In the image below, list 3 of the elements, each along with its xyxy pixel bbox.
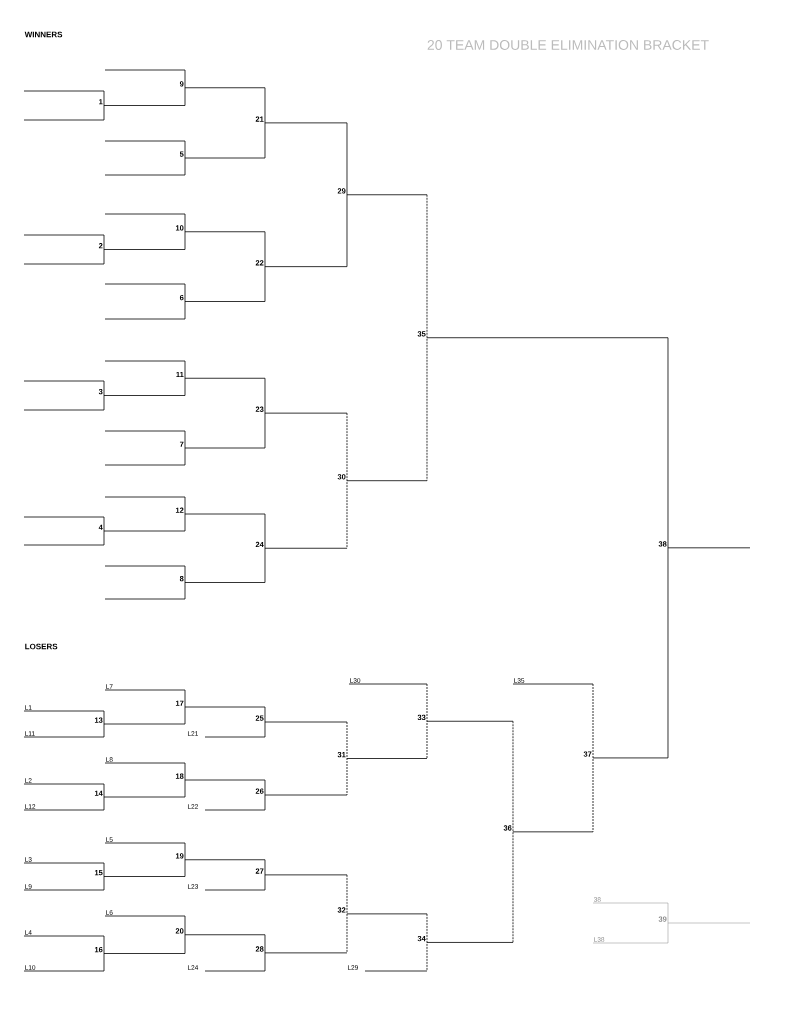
title: 20 TEAM DOUBLE ELIMINATION BRACKET bbox=[427, 40, 709, 50]
section-heading: WINNERS bbox=[24, 31, 63, 38]
section-heading: LOSERS bbox=[25, 643, 58, 650]
